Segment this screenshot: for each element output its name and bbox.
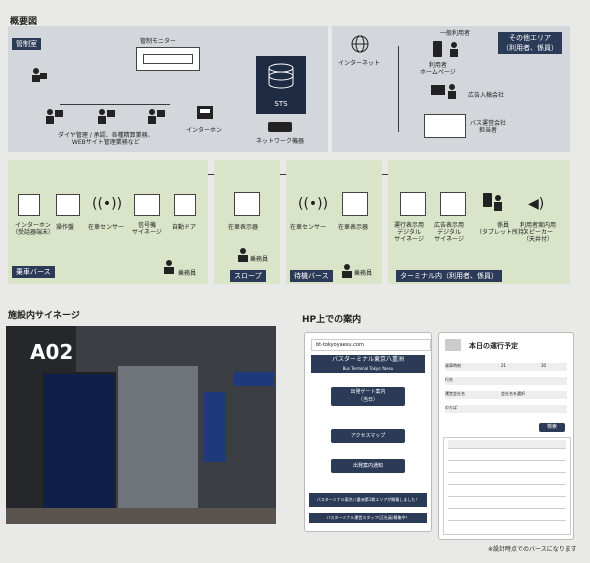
monitor-label: 管制モニター [140, 38, 177, 45]
other-area-tag: その他エリア （利用者、係員） [498, 32, 562, 54]
ad-company-label: 広告入稿会社 [468, 92, 505, 99]
terminal-panel [388, 160, 570, 284]
staff-connector [60, 104, 170, 105]
schedule-table [443, 437, 571, 535]
device-label: 在車表示器 [228, 224, 259, 231]
waiting-berth-tag: 待機バース [290, 270, 333, 282]
signage-title: 施設内サイネージ [8, 311, 80, 321]
interphone-label: インターホン [186, 127, 223, 134]
user-phone-icon [432, 40, 462, 58]
crew-label: 乗務員 [178, 270, 197, 277]
news-banner-1[interactable]: バスターミナル東京八重洲第1期エリアが開業しました！ [309, 493, 427, 507]
hp-phone-mock: bt-tokyoyaesu.com バスターミナル東京八重洲 Bus Termi… [304, 332, 432, 532]
table-row [448, 464, 566, 473]
device-label: 自動ドア [172, 224, 197, 231]
table-row [448, 500, 566, 509]
schedule-mock: 本日の運行予定 発車時刻 21 30 行先 運営会社名 会社名を選択 のりば 検… [438, 332, 574, 540]
sts-label: STS [274, 100, 288, 108]
signage-photo: A02 [6, 326, 276, 524]
table-row [448, 476, 566, 485]
signal-signage-icon [134, 194, 160, 216]
operator-icon [146, 106, 166, 126]
operator-icon [30, 66, 48, 84]
ad-company-icon [430, 82, 460, 100]
crew-label: 乗務員 [250, 256, 269, 263]
device-label: インターホン （受話器端末） [12, 222, 55, 236]
departure-notice-button[interactable]: 出発案内通知 [331, 459, 405, 473]
table-row [448, 488, 566, 497]
interphone-icon [196, 103, 214, 121]
destination-label[interactable]: 行先 [445, 377, 567, 385]
search-button[interactable]: 検索 [539, 423, 565, 432]
device-label: 利用者案内用 スピーカー （天井付） [520, 222, 557, 243]
boarding-berth-tag: 乗車バース [12, 266, 55, 278]
signage-icon [440, 192, 466, 216]
sensor-icon: ((•)) [92, 196, 123, 212]
table-row [448, 440, 566, 449]
company-select[interactable]: 会社名を選択 [501, 391, 525, 396]
gate-info-button[interactable]: 出発ゲート案内 （当日） [331, 387, 405, 406]
signage-icon [400, 192, 426, 216]
crew-icon [162, 258, 176, 274]
internet-label: インターネット [338, 60, 381, 67]
signage-screen [42, 372, 116, 516]
device-label: 在車センサー [88, 224, 125, 231]
device-label: 係員 （タブレット所持） [476, 222, 531, 236]
sts-server-icon: STS [256, 56, 306, 114]
time-label: 発車時刻 [445, 363, 461, 368]
device-label: 信号機 サイネージ [132, 222, 162, 236]
speaker-icon: ◀) [528, 196, 545, 212]
device-label: 在車表示器 [338, 224, 369, 231]
network-device-icon [268, 122, 292, 132]
operator-icon [44, 106, 64, 126]
design-note: ※設計時点でのバースになります [488, 546, 577, 553]
crew-icon [340, 262, 354, 278]
network-label: ネットワーク機器 [256, 138, 305, 145]
site-name: バスターミナル東京八重洲 [331, 356, 404, 363]
bus-company-icon [424, 114, 466, 138]
access-map-button[interactable]: アクセスマップ [331, 429, 405, 443]
bus-company-label: バス運営会社 担当者 [470, 120, 507, 134]
platform-label[interactable]: のりば [445, 405, 567, 413]
interphone-icon [18, 194, 40, 216]
company-label: 運営会社名 [445, 391, 465, 396]
url-bar[interactable]: bt-tokyoyaesu.com [311, 339, 431, 351]
slope-tag: スロープ [230, 270, 266, 282]
sensor-icon: ((•)) [298, 196, 329, 212]
internet-connector [398, 46, 399, 132]
device-label: 運行表示用 デジタル サイネージ [394, 222, 425, 243]
auto-door-icon [174, 194, 196, 216]
user-hp-label: 利用者 ホームページ [420, 62, 456, 76]
terminal-tag: ターミナル内（利用者、係員） [396, 270, 502, 282]
operator-icon [96, 106, 116, 126]
minute-select[interactable]: 30 [541, 363, 547, 368]
crew-label: 乗務員 [354, 270, 373, 277]
table-row [448, 512, 566, 521]
globe-icon [350, 34, 370, 54]
news-banner-2[interactable]: バスターミナル運営スタッフ(正社員)募集中！ [309, 513, 427, 523]
boarding-berth-panel [8, 160, 208, 284]
tablet-staff-icon [482, 192, 504, 214]
device-label: 操作盤 [56, 224, 75, 231]
control-monitor-icon [136, 47, 200, 71]
device-label: 広告表示用 デジタル サイネージ [434, 222, 465, 243]
control-room-tag: 管制室 [12, 38, 41, 50]
site-sub: Bus Terminal Tokyo Yaesu [342, 366, 394, 371]
device-label: 在車センサー [290, 224, 327, 231]
hour-select[interactable]: 21 [501, 363, 507, 368]
hp-title: HP上での案内 [302, 315, 362, 325]
overview-title: 概要図 [10, 17, 38, 27]
display-icon [234, 192, 260, 216]
waiting-berth-panel [286, 160, 382, 284]
photo-sign: A02 [30, 340, 74, 364]
schedule-title: 本日の運行予定 [469, 342, 518, 350]
display-icon [342, 192, 368, 216]
table-row [448, 452, 566, 461]
staff-label: ダイヤ管理 / 承認、各種精算業務、 WEBサイト管理業務など [58, 132, 154, 146]
general-user-label: 一般利用者 [440, 30, 471, 37]
crew-icon [236, 246, 250, 262]
control-panel-icon [56, 194, 80, 216]
slope-panel [214, 160, 280, 284]
